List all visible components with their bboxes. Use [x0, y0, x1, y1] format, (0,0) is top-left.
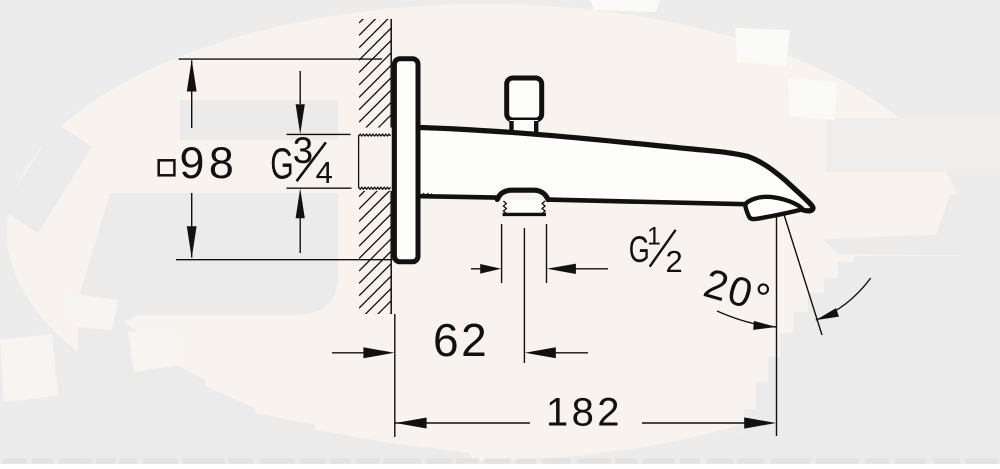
svg-text:4: 4 — [316, 155, 333, 190]
svg-text:62: 62 — [433, 314, 489, 366]
svg-text:3: 3 — [293, 130, 313, 171]
svg-text:G: G — [270, 140, 294, 189]
svg-text:G: G — [629, 228, 650, 270]
svg-text:98: 98 — [180, 138, 239, 188]
svg-text:2: 2 — [666, 244, 683, 279]
svg-text:1: 1 — [647, 223, 661, 251]
svg-text:182: 182 — [546, 391, 623, 435]
